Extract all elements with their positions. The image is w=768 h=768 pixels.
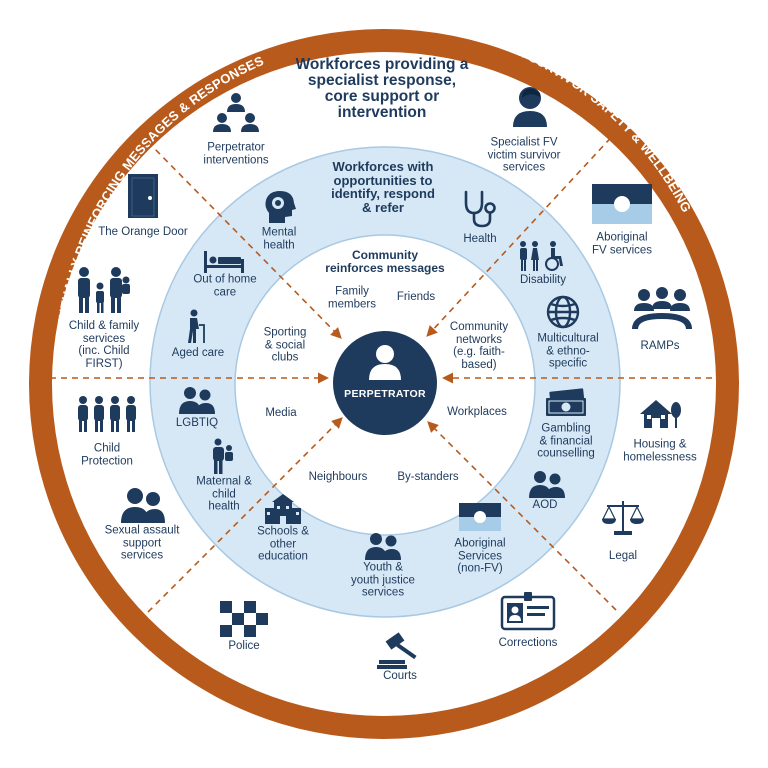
family-row-icon [75, 395, 139, 433]
outer-label-legal: Legal [608, 549, 638, 562]
spoke-arrowhead [427, 421, 439, 433]
id-badge-icon [500, 591, 556, 631]
perpetrator-person-icon [369, 345, 401, 380]
two-people-icon [363, 532, 403, 560]
outer-label-courts: Courts [383, 669, 417, 682]
middle-label-multicultural: Multicultural & ethno- specific [537, 332, 599, 370]
outer-label-sexual-assault: Sexual assault support services [104, 524, 180, 562]
inner-label-friends: Friends [396, 290, 436, 303]
ring-separator: | [360, 15, 364, 30]
spokes [50, 129, 712, 613]
outer-label-housing: Housing & homelessness [623, 438, 697, 464]
inner-label-neighbours: Neighbours [308, 470, 368, 483]
inner-label-bystanders: By-standers [397, 470, 459, 483]
spoke-line [147, 141, 340, 337]
inner-title: Community reinforces messages [325, 248, 445, 275]
perpetrator-circle [333, 331, 437, 435]
spoke-arrowhead [331, 417, 343, 429]
middle-label-youth-justice: Youth & youth justice services [351, 561, 415, 599]
middle-label-aod: AOD [532, 498, 558, 511]
inner-label-community-networks: Community networks (e.g. faith- based) [449, 321, 509, 371]
gavel-icon [377, 630, 425, 670]
middle-label-aboriginal-services: Aboriginal Services (non-FV) [454, 537, 506, 575]
elderly-icon [184, 309, 208, 343]
perpetrator-label: PERPETRATOR [344, 388, 426, 400]
outer-label-police: Police [228, 639, 260, 652]
outer-label-aboriginal-fv: Aboriginal FV services [591, 231, 653, 257]
outer-label-specialist-fv: Specialist FV victim survivor services [487, 136, 561, 174]
head-gear-icon [263, 189, 297, 225]
school-icon [264, 494, 302, 524]
middle-label-lgbtiq: LGBTIQ [175, 416, 219, 429]
inner-label-workplaces: Workplaces [447, 405, 507, 418]
two-people-icon [177, 386, 217, 414]
spoke-arrowhead [318, 372, 329, 384]
middle-label-maternal: Maternal & child health [196, 475, 252, 513]
door-icon [126, 172, 160, 220]
inner-label-sporting: Sporting & social clubs [263, 326, 307, 364]
parent-child-icon [209, 438, 235, 474]
meeting-icon [630, 287, 694, 329]
bed-icon [203, 249, 245, 273]
stethoscope-icon [460, 189, 500, 229]
disability-icon [518, 240, 566, 272]
aboriginal-flag-icon [592, 184, 652, 224]
house-icon [638, 396, 682, 430]
spoke-line [147, 419, 341, 613]
outer-label-corrections: Corrections [498, 636, 558, 649]
scales-icon [601, 499, 645, 537]
middle-label-disability: Disability [519, 273, 567, 286]
middle-label-health: Health [463, 232, 497, 245]
family-icon [74, 266, 132, 314]
outer-label-child-family: Child & family services (inc. Child FIRS… [68, 320, 140, 370]
middle-label-aged-care: Aged care [171, 346, 225, 359]
globe-icon [546, 295, 580, 329]
two-people-icon [527, 470, 567, 498]
inner-label-family-members: Family members [328, 285, 376, 311]
outer-label-child-protection: Child Protection [81, 442, 133, 468]
group-icon [210, 92, 262, 134]
outer-label-orange-door: The Orange Door [98, 225, 188, 238]
checker-icon [220, 601, 268, 637]
outer-title: Workforces providing a specialist respon… [295, 56, 469, 121]
middle-label-out-of-home: Out of home care [193, 273, 257, 299]
middle-label-mental-health: Mental health [261, 226, 297, 252]
spoke-line [428, 129, 619, 335]
outer-label-ramps: RAMPs [640, 339, 680, 352]
person-icon [510, 85, 550, 127]
middle-title: Workforces with opportunities to identif… [331, 159, 435, 215]
aboriginal-flag-icon [459, 503, 501, 531]
outer-label-perp-interventions: Perpetrator interventions [203, 141, 269, 167]
spoke-arrowhead [330, 327, 342, 339]
inner-label-media: Media [265, 406, 297, 419]
money-icon [544, 388, 588, 418]
spoke-arrowhead [442, 372, 453, 384]
middle-label-schools: Schools & other education [257, 525, 309, 563]
spoke-arrowhead [426, 325, 438, 337]
arrowheads [318, 325, 453, 433]
middle-label-gambling: Gambling & financial counselling [537, 422, 595, 460]
two-people-icon [119, 487, 167, 523]
